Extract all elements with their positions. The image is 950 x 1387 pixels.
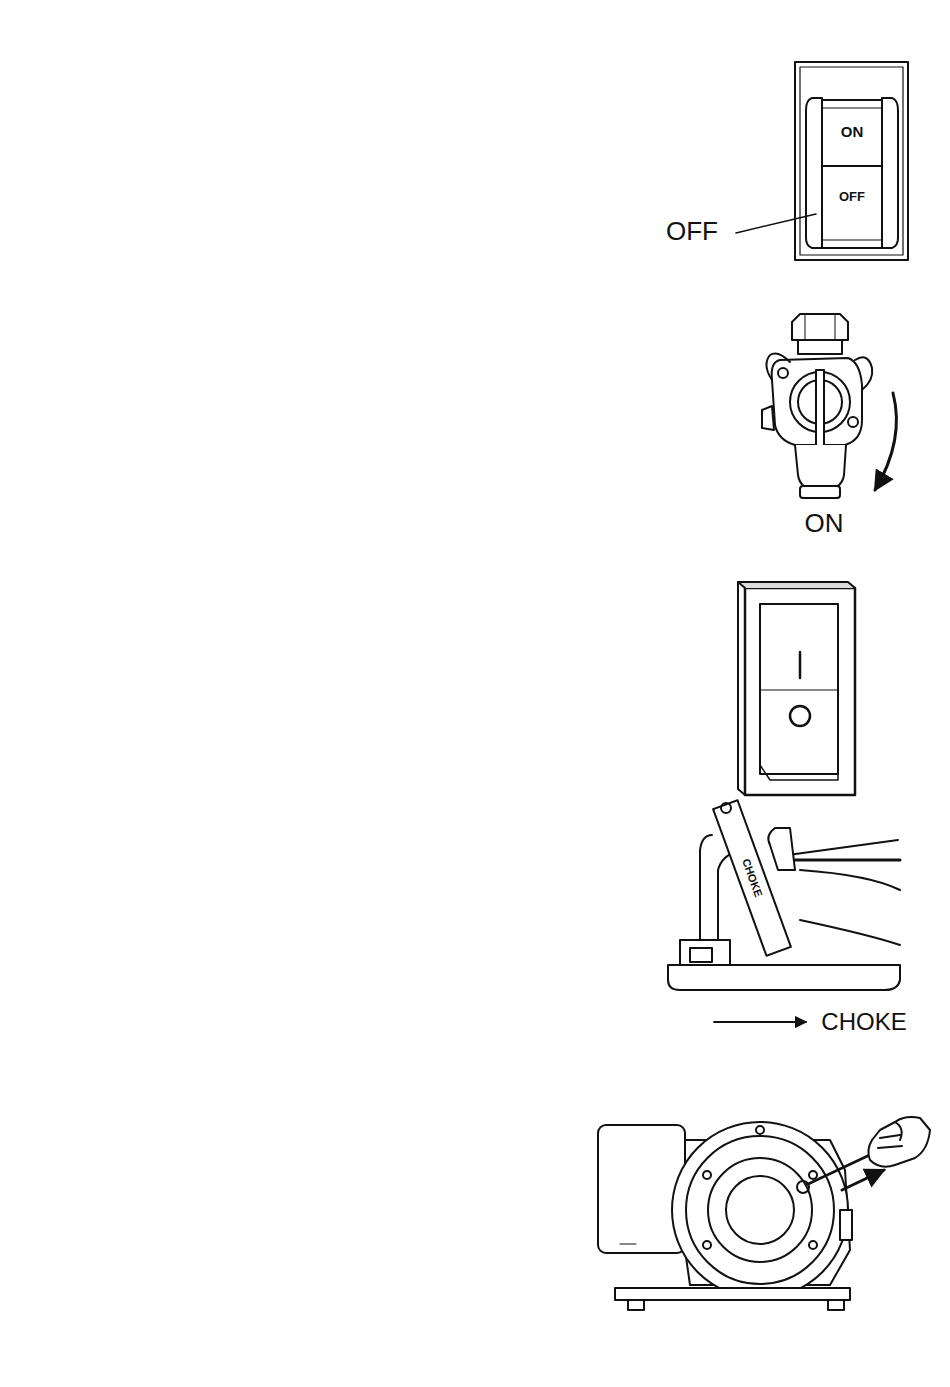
fuel-valve xyxy=(762,314,896,498)
engine-figure xyxy=(598,1117,930,1310)
toggle-switch xyxy=(736,62,908,260)
callout-label: OFF xyxy=(665,218,719,244)
choke-lever xyxy=(668,800,900,1022)
switch-marking: OFF xyxy=(838,190,866,203)
callout-label: ON xyxy=(804,510,845,536)
switch-marking: ON xyxy=(840,124,865,139)
rocker-switch xyxy=(738,582,855,795)
callout-label: CHOKE xyxy=(820,1010,907,1034)
